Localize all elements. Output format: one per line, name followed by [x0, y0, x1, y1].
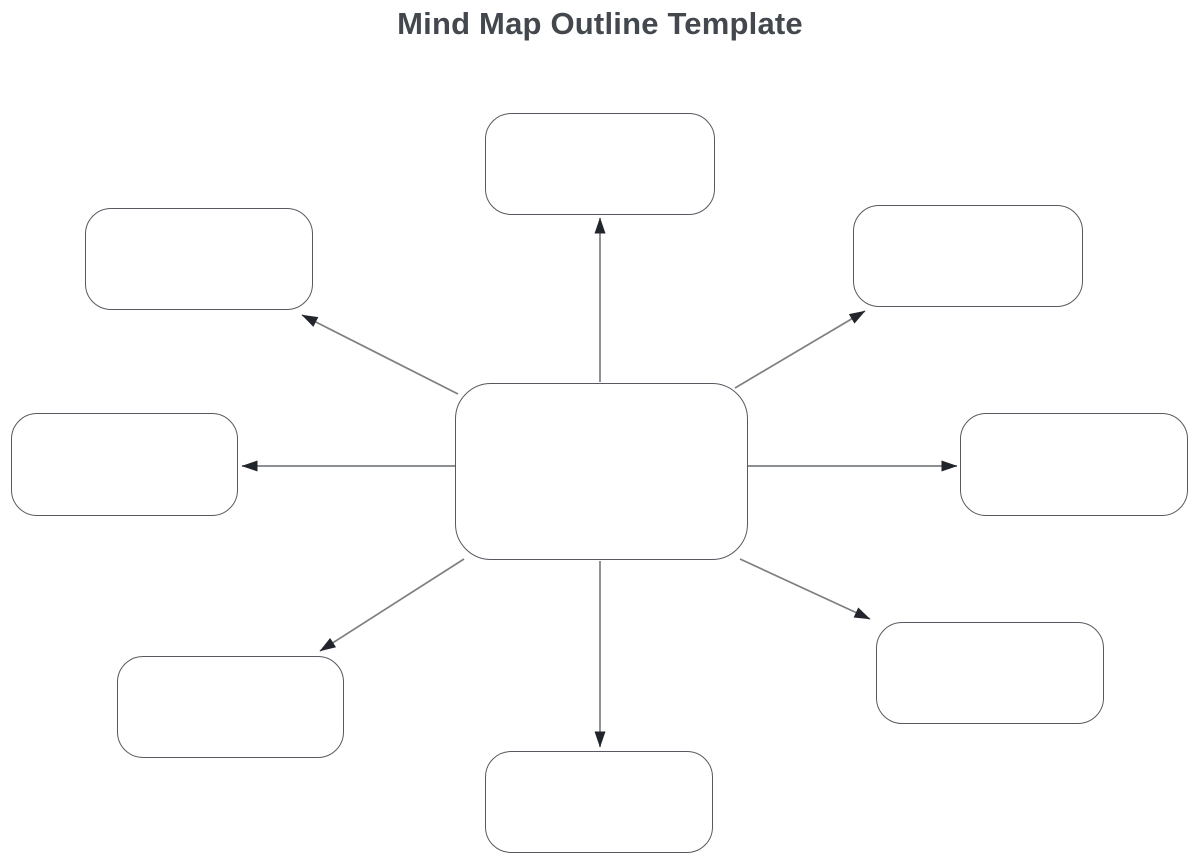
connector-central-to-bottom-left: [319, 558, 465, 652]
connector-central-to-bottom-right: [739, 558, 871, 620]
node-bottom[interactable]: [485, 751, 713, 853]
node-top[interactable]: [485, 113, 715, 215]
node-central[interactable]: [455, 383, 748, 560]
connector-central-to-top-right: [734, 310, 866, 389]
node-right[interactable]: [960, 413, 1188, 516]
node-top-left[interactable]: [85, 208, 313, 310]
page-title: Mind Map Outline Template: [397, 6, 803, 41]
node-bottom-right[interactable]: [876, 622, 1104, 724]
node-left[interactable]: [11, 413, 238, 516]
node-top-right[interactable]: [853, 205, 1083, 307]
connector-central-to-top-left: [301, 314, 459, 395]
node-bottom-left[interactable]: [117, 656, 344, 758]
